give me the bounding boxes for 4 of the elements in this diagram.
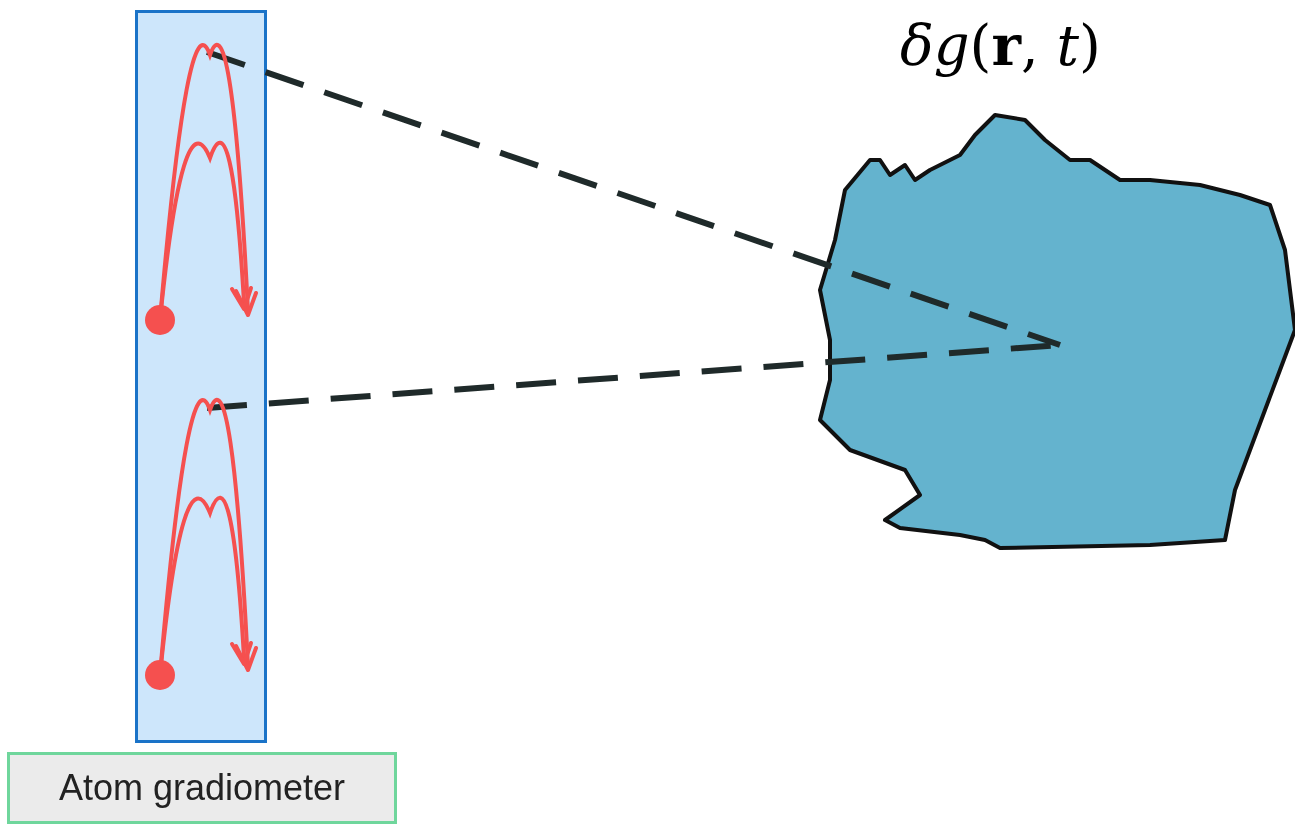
- field-formula: δg(r, t): [900, 11, 1101, 80]
- caption-label: Atom gradiometer: [58, 767, 346, 809]
- gradiometer-tube: [135, 10, 267, 743]
- dashed-line: [206, 49, 1061, 348]
